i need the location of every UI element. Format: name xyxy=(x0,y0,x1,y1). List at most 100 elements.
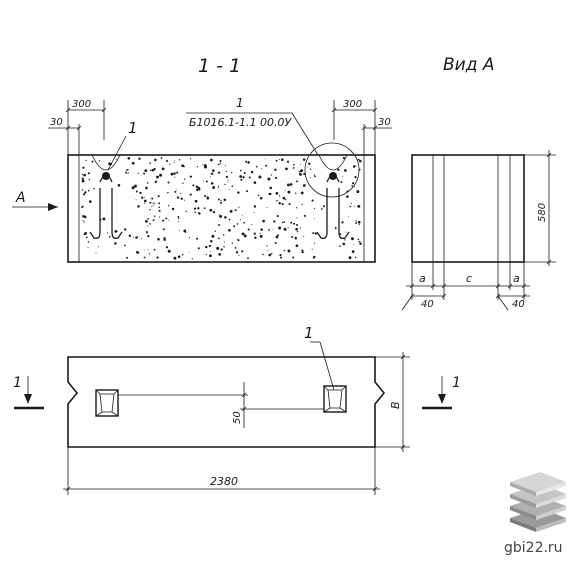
concrete-speck xyxy=(137,172,139,174)
concrete-speck xyxy=(224,165,226,167)
concrete-speck xyxy=(258,175,262,179)
concrete-speck xyxy=(154,158,157,162)
concrete-speck xyxy=(359,242,362,245)
concrete-speck xyxy=(182,182,184,184)
concrete-speck xyxy=(152,205,154,207)
concrete-speck xyxy=(220,248,223,251)
concrete-speck xyxy=(235,251,239,254)
concrete-speck xyxy=(286,183,290,187)
concrete-speck xyxy=(137,205,140,208)
concrete-speck xyxy=(272,228,274,230)
concrete-speck xyxy=(177,217,180,219)
concrete-speck xyxy=(162,228,165,231)
concrete-speck xyxy=(320,208,323,210)
concrete-speck xyxy=(270,252,273,255)
concrete-speck xyxy=(294,236,297,239)
concrete-speck xyxy=(170,172,174,176)
concrete-speck xyxy=(88,200,92,203)
concrete-speck xyxy=(205,245,208,249)
concrete-speck xyxy=(353,186,355,188)
concrete-speck xyxy=(334,226,337,229)
concrete-speck xyxy=(351,185,353,187)
concrete-speck xyxy=(293,222,296,225)
concrete-speck xyxy=(81,189,84,191)
concrete-speck xyxy=(184,231,187,233)
concrete-speck xyxy=(192,184,195,187)
concrete-speck xyxy=(218,237,220,240)
concrete-speck xyxy=(131,161,135,165)
concrete-speck xyxy=(220,199,222,202)
concrete-speck xyxy=(344,239,346,241)
concrete-speck xyxy=(216,246,220,250)
dim-2380: 2380 xyxy=(210,475,238,488)
concrete-speck xyxy=(278,195,281,197)
concrete-speck xyxy=(83,221,85,223)
concrete-speck xyxy=(125,172,128,174)
concrete-speck xyxy=(128,234,132,238)
concrete-speck xyxy=(145,231,148,233)
concrete-speck xyxy=(204,195,206,197)
concrete-speck xyxy=(286,160,290,163)
concrete-speck xyxy=(229,189,231,191)
dim-50: 50 xyxy=(232,411,243,424)
concrete-speck xyxy=(160,157,163,159)
concrete-speck xyxy=(246,190,249,193)
concrete-speck xyxy=(301,250,304,254)
concrete-speck xyxy=(243,172,246,174)
concrete-speck xyxy=(340,181,343,184)
concrete-speck xyxy=(357,204,361,208)
concrete-speck xyxy=(354,256,357,259)
concrete-speck xyxy=(231,185,234,187)
concrete-speck xyxy=(351,182,355,185)
concrete-speck xyxy=(259,234,263,238)
concrete-speck xyxy=(153,215,156,217)
concrete-speck xyxy=(346,195,349,198)
concrete-speck xyxy=(153,248,156,251)
concrete-speck xyxy=(208,245,211,248)
concrete-speck xyxy=(219,159,222,163)
concrete-speck xyxy=(310,177,312,179)
site-logo xyxy=(510,472,566,532)
concrete-speck xyxy=(223,241,225,243)
concrete-speck xyxy=(275,235,279,239)
concrete-speck xyxy=(278,202,281,205)
concrete-speck xyxy=(357,158,360,161)
concrete-speck xyxy=(268,253,272,257)
concrete-speck xyxy=(240,176,242,178)
concrete-speck xyxy=(261,168,263,170)
concrete-speck xyxy=(85,236,88,239)
concrete-speck xyxy=(283,227,287,231)
concrete-speck xyxy=(259,196,263,200)
concrete-speck xyxy=(201,164,203,166)
concrete-speck xyxy=(231,242,233,244)
concrete-speck xyxy=(194,199,198,203)
concrete-speck xyxy=(169,163,171,165)
concrete-speck xyxy=(131,186,135,190)
concrete-speck xyxy=(152,202,154,204)
dim-left-top: 300 30 xyxy=(48,99,107,155)
concrete-speck xyxy=(224,216,227,219)
concrete-speck xyxy=(178,229,180,231)
concrete-speck xyxy=(126,256,129,259)
concrete-speck xyxy=(171,207,175,211)
concrete-speck xyxy=(145,220,148,223)
dim-580: 580 xyxy=(537,203,548,222)
concrete-speck xyxy=(225,175,229,179)
concrete-speck xyxy=(309,168,312,170)
concrete-speck xyxy=(214,230,216,232)
concrete-speck xyxy=(223,198,227,202)
concrete-speck xyxy=(295,180,298,183)
view-arrow-label: А xyxy=(15,190,26,206)
concrete-speck xyxy=(302,158,306,161)
concrete-speck xyxy=(238,254,240,256)
concrete-speck xyxy=(176,171,179,174)
concrete-speck xyxy=(301,203,303,206)
concrete-speck xyxy=(151,197,154,200)
concrete-speck xyxy=(257,194,260,197)
concrete-speck xyxy=(293,163,295,166)
callout-mark-text: Б1016.1-1.1 00.0У xyxy=(189,116,292,129)
concrete-speck xyxy=(211,172,214,175)
concrete-speck xyxy=(335,228,337,230)
concrete-speck xyxy=(344,169,347,172)
concrete-speck xyxy=(184,178,186,180)
